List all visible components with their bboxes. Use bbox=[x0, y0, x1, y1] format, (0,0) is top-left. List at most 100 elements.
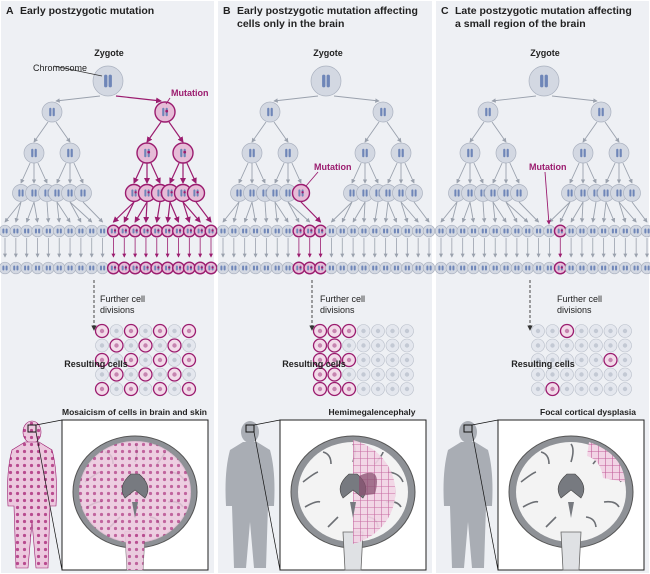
division-arrow bbox=[274, 201, 280, 223]
chromosome bbox=[59, 228, 62, 234]
resulting-cell bbox=[589, 353, 603, 367]
cell-membrane bbox=[277, 142, 299, 164]
cell-membrane bbox=[42, 224, 55, 238]
resulting-cell bbox=[603, 324, 618, 338]
chromosome bbox=[262, 189, 265, 197]
panel-a-mutation-label: Mutation bbox=[171, 88, 209, 98]
cell-generation-4 bbox=[368, 224, 381, 238]
chromosome bbox=[407, 228, 410, 234]
chromosome bbox=[80, 189, 83, 197]
resulting-cell bbox=[138, 353, 153, 367]
person-silhouette bbox=[7, 419, 63, 571]
chromosome bbox=[644, 228, 647, 234]
cell-generation-3 bbox=[279, 184, 297, 202]
resulting-cell bbox=[152, 323, 168, 339]
chromosome bbox=[619, 148, 622, 158]
cell-generation-4 bbox=[586, 224, 599, 238]
chromosome bbox=[438, 265, 441, 271]
resulting-cell bbox=[312, 381, 328, 397]
chromosome bbox=[249, 148, 252, 158]
chromosome bbox=[353, 265, 356, 271]
chromosome bbox=[441, 265, 444, 271]
cell-generation-4 bbox=[434, 224, 448, 238]
chromosome bbox=[16, 228, 19, 234]
cell-membrane bbox=[630, 261, 643, 275]
chromosome bbox=[601, 228, 604, 234]
panel-b-divisions-line1: Further cell bbox=[320, 294, 365, 304]
cell-nucleus bbox=[564, 372, 570, 377]
chromosome bbox=[342, 228, 345, 234]
chromosome bbox=[231, 265, 234, 271]
chromosome bbox=[441, 228, 444, 234]
cell-generation-4 bbox=[467, 224, 480, 238]
cell-nucleus bbox=[186, 328, 192, 334]
cell-membrane bbox=[412, 224, 425, 238]
cell-nucleus bbox=[186, 386, 192, 392]
cell-nucleus bbox=[564, 328, 570, 334]
resulting-cell bbox=[167, 353, 182, 367]
cell-membrane bbox=[96, 261, 109, 275]
mutation-mark bbox=[200, 266, 203, 269]
resulting-cell bbox=[167, 324, 182, 338]
cell-membrane bbox=[271, 224, 284, 238]
resulting-cell bbox=[574, 324, 589, 338]
resulting-cell bbox=[182, 338, 196, 353]
chromosome-leader-line bbox=[53, 65, 103, 77]
chromosome bbox=[571, 265, 574, 271]
resulting-cell bbox=[589, 367, 603, 382]
panel-b-divisions-line2: divisions bbox=[320, 305, 355, 315]
panel-c-letter: C bbox=[441, 5, 449, 17]
mutation-mark bbox=[200, 229, 203, 232]
cell-membrane bbox=[553, 261, 567, 275]
chromosome bbox=[34, 265, 37, 271]
chromosome bbox=[506, 148, 509, 158]
cell-nucleus bbox=[404, 372, 410, 377]
chromosome bbox=[632, 189, 635, 197]
chromosome bbox=[629, 189, 632, 197]
mosaic-pattern-overlay bbox=[79, 441, 191, 543]
resulting-cell bbox=[94, 323, 110, 339]
cell-generation-4 bbox=[0, 224, 12, 238]
cell-generation-5 bbox=[31, 261, 44, 275]
chromosome bbox=[67, 148, 70, 158]
chromosome bbox=[579, 228, 582, 234]
mutation-mark bbox=[157, 266, 160, 269]
cell-membrane bbox=[314, 224, 328, 238]
division-arrow bbox=[622, 162, 633, 184]
cell-nucleus bbox=[593, 343, 599, 348]
chromosome bbox=[492, 265, 495, 271]
resulting-cell bbox=[603, 352, 618, 368]
resulting-cell bbox=[327, 338, 342, 353]
zoom-line bbox=[35, 431, 63, 571]
chromosome bbox=[393, 228, 396, 234]
division-arrow bbox=[55, 121, 71, 143]
resulting-cell bbox=[371, 353, 385, 367]
chromosome bbox=[414, 189, 417, 197]
cell-membrane bbox=[346, 261, 360, 275]
chromosome bbox=[580, 148, 583, 158]
chromosome bbox=[70, 228, 73, 234]
cell-nucleus bbox=[593, 357, 599, 363]
division-arrow bbox=[56, 162, 67, 184]
cell-nucleus bbox=[332, 328, 337, 334]
cell-membrane bbox=[532, 224, 545, 238]
cell-generation-5 bbox=[53, 261, 66, 275]
cell-generation-5 bbox=[9, 261, 22, 275]
cell-membrane bbox=[182, 261, 196, 275]
cell-nucleus bbox=[535, 357, 541, 363]
chromosome bbox=[601, 265, 604, 271]
chromosome bbox=[636, 265, 639, 271]
cell-generation-5 bbox=[204, 261, 218, 275]
cell-generation-5 bbox=[553, 261, 567, 275]
chromosome bbox=[593, 189, 596, 197]
division-arrow bbox=[413, 201, 430, 223]
mutation-mark bbox=[178, 266, 182, 269]
cell-lineage-tree bbox=[216, 65, 436, 331]
cell-generation-3 bbox=[561, 184, 579, 202]
chromosome bbox=[474, 265, 477, 271]
cell-membrane bbox=[586, 224, 599, 238]
cell-generation-5 bbox=[422, 261, 436, 275]
resulting-cell bbox=[574, 382, 589, 396]
cell-generation-4 bbox=[445, 224, 458, 238]
cell-nucleus bbox=[564, 343, 570, 348]
